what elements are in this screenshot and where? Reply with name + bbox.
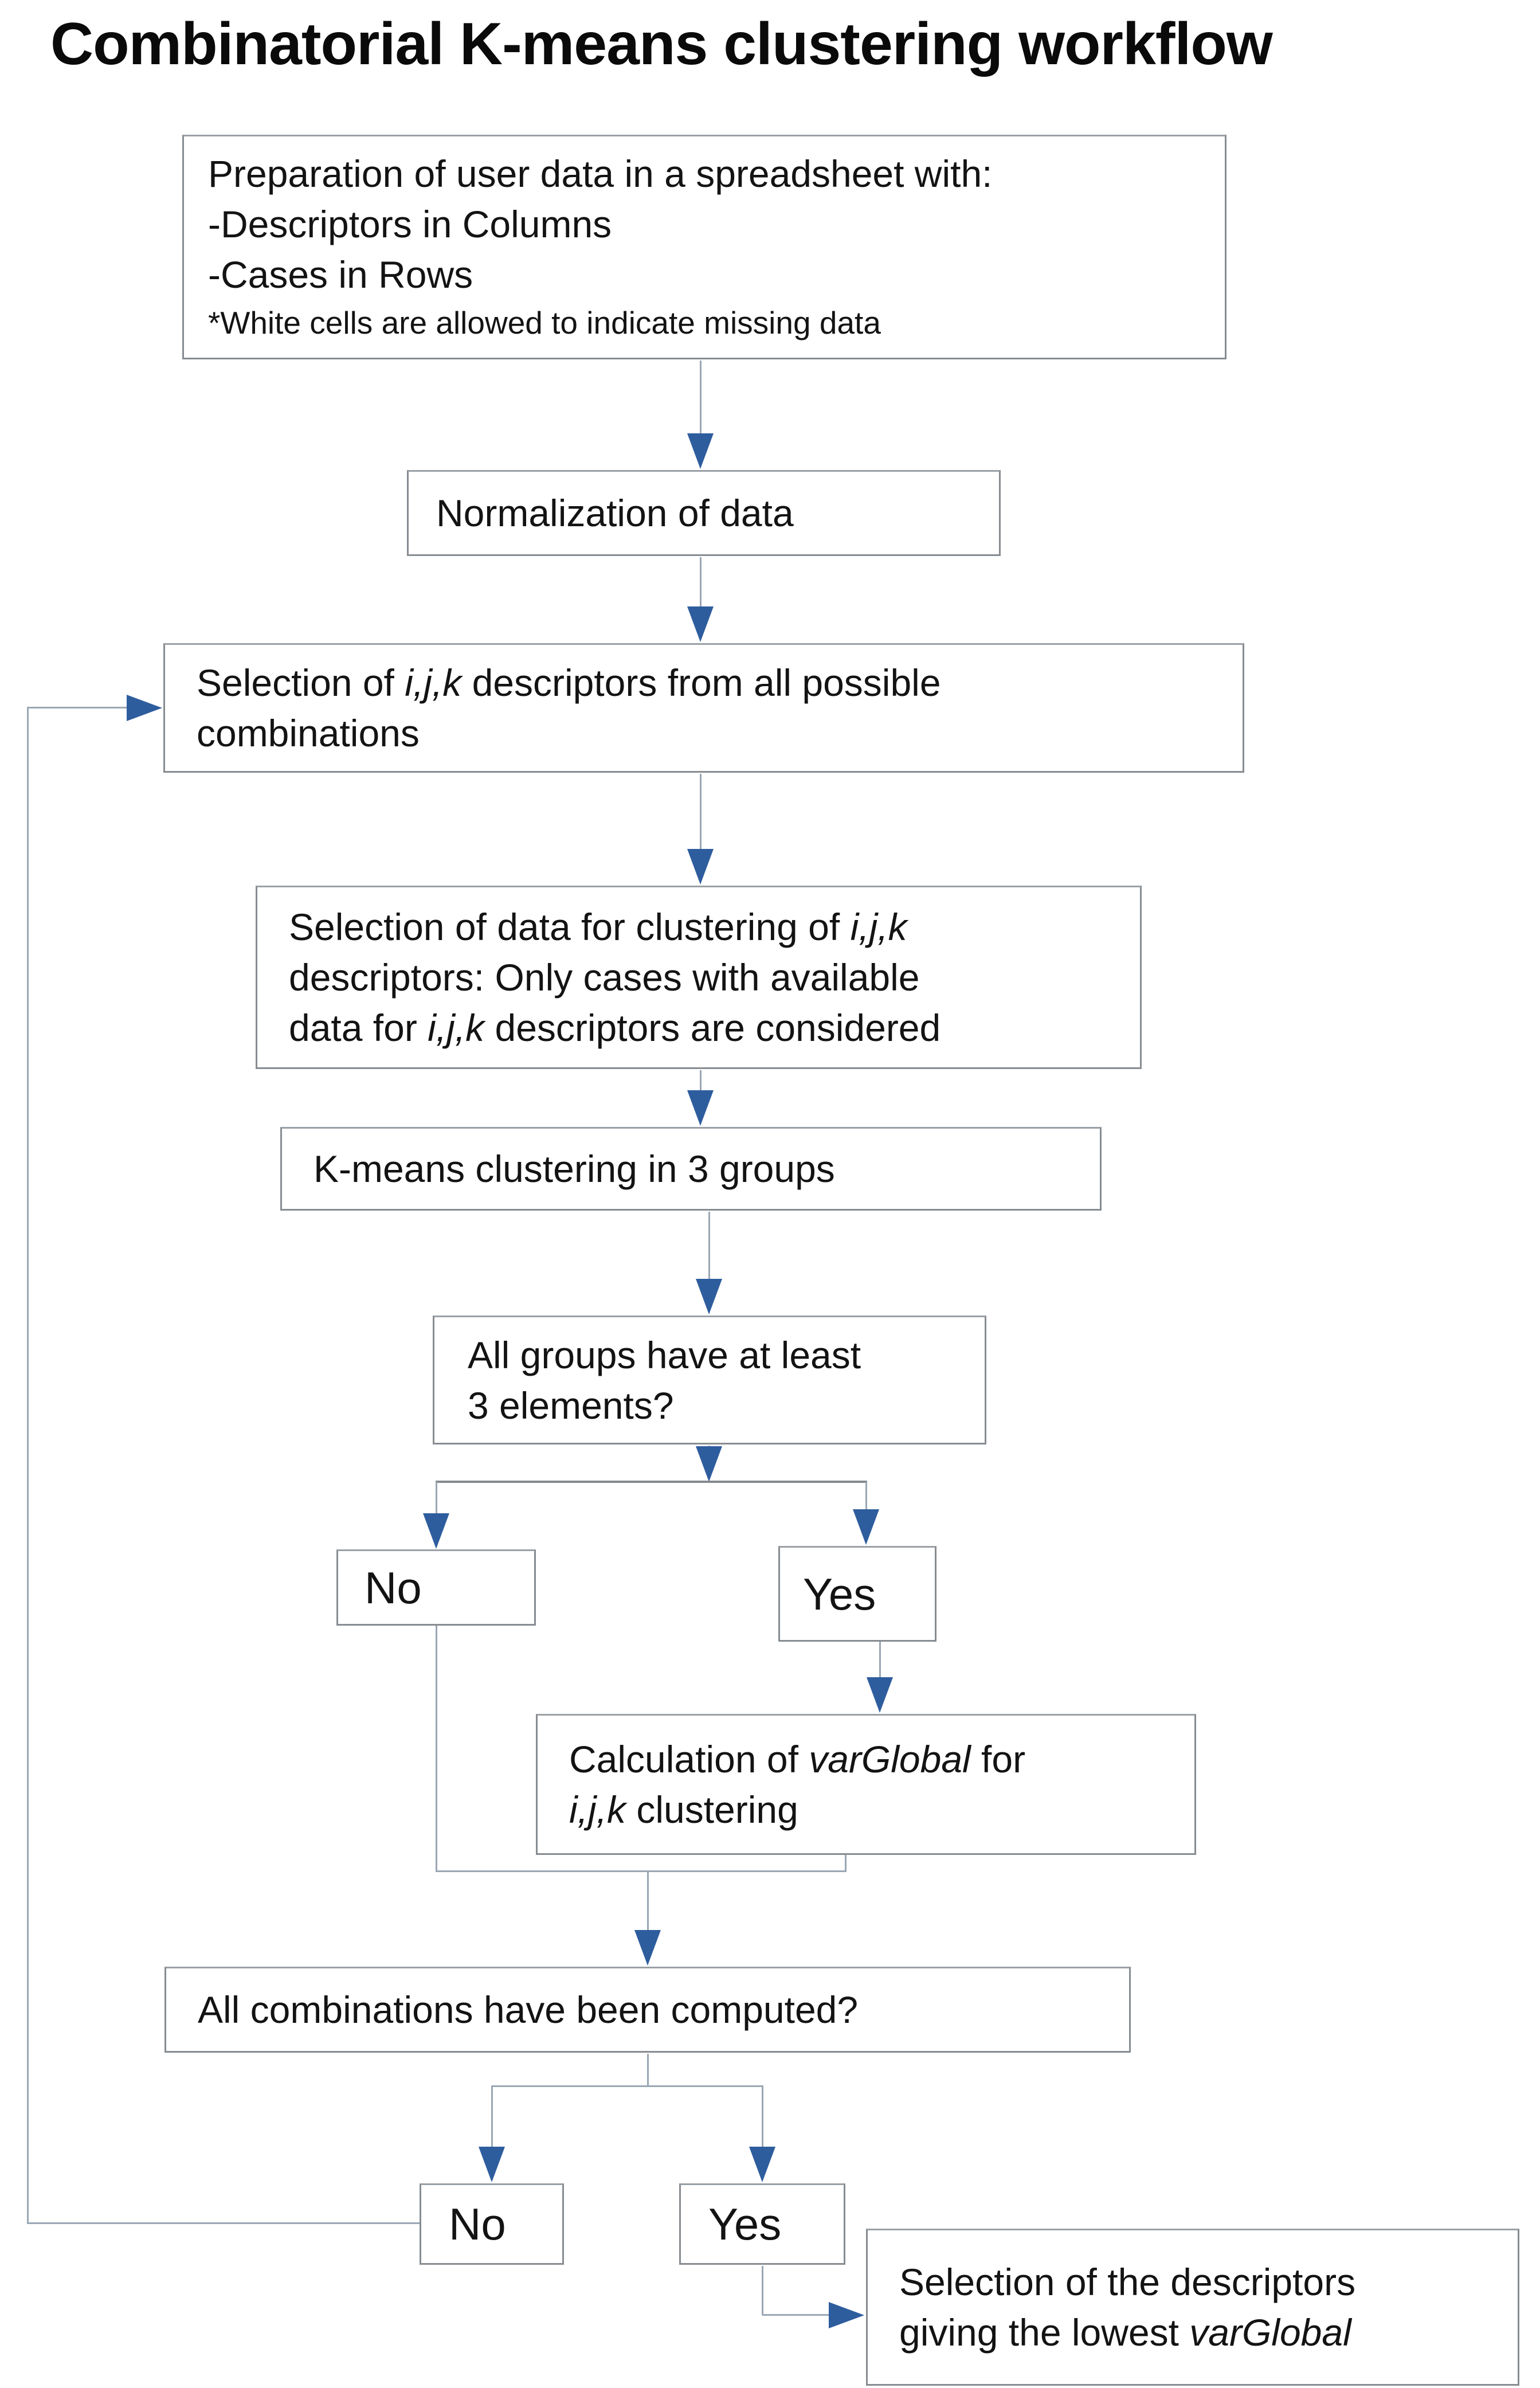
- connector-no1-merge-line: [435, 1626, 437, 1872]
- arrow-data-kmeans-icon: [687, 1090, 714, 1126]
- arrow-no1-icon: [423, 1513, 449, 1549]
- box-text-line: i,j,k clustering: [569, 1788, 798, 1831]
- box-text-line: Yes: [803, 1568, 876, 1619]
- arrow-kmeans-groups-icon: [696, 1279, 722, 1314]
- branch-groups-horizontal-line: [435, 1481, 867, 1483]
- step-normalization-box: Normalization of data: [407, 470, 1001, 556]
- label-no-combinations-box: No: [420, 2183, 564, 2265]
- label-yes-groups-box: Yes: [778, 1546, 936, 1642]
- connector-combos-branch-line: [646, 2054, 649, 2086]
- connector-norm-select-line: [699, 557, 702, 608]
- feedback-top-line: [28, 707, 131, 708]
- decision-groups-box: All groups have at least 3 elements?: [433, 1316, 986, 1444]
- connector-select-data-line: [699, 774, 702, 849]
- feedback-left-line: [26, 707, 29, 2224]
- connector-yes2-down-line: [761, 2266, 763, 2315]
- branch-combos-horizontal-line: [491, 2085, 763, 2087]
- connector-calc-merge-line: [844, 1855, 847, 1872]
- box-text-line: Normalization of data: [436, 492, 794, 534]
- connector-merge-combos-line: [646, 1872, 649, 1932]
- box-text-line: *White cells are allowed to indicate mis…: [208, 305, 881, 340]
- step-calc-varglobal-box: Calculation of varGlobal for i,j,k cluste…: [536, 1714, 1196, 1855]
- connector-kmeans-groups-line: [708, 1212, 710, 1279]
- box-text-line: Selection of data for clustering of i,j,…: [289, 906, 907, 948]
- feedback-bottom-line: [28, 2222, 420, 2224]
- branch-yes1-drop-line: [865, 1482, 867, 1510]
- connector-data-kmeans-line: [699, 1070, 702, 1092]
- step-kmeans-box: K-means clustering in 3 groups: [280, 1127, 1102, 1211]
- branch-yes2-drop-line: [761, 2086, 763, 2148]
- step-select-descriptors-box: Selection of i,j,k descriptors from all …: [163, 643, 1244, 773]
- step-preparation-box: Preparation of user data in a spreadshee…: [182, 135, 1226, 359]
- box-text-line: Selection of i,j,k descriptors from all …: [197, 661, 941, 704]
- step-final-selection-box: Selection of the descriptors giving the l…: [866, 2229, 1519, 2386]
- connector-yes2-final-line: [762, 2314, 831, 2316]
- merge-horizontal-line: [435, 1870, 847, 1872]
- label-yes-combinations-box: Yes: [679, 2183, 845, 2265]
- box-text-line: -Descriptors in Columns: [208, 203, 612, 245]
- arrow-feedback-select-icon: [127, 694, 162, 721]
- box-text-line: descriptors: Only cases with available: [289, 956, 920, 999]
- box-text-line: 3 elements?: [468, 1384, 674, 1427]
- box-text-line: combinations: [197, 712, 420, 754]
- branch-no1-drop-line: [435, 1482, 437, 1517]
- arrow-prep-norm-icon: [687, 433, 714, 469]
- connector-prep-norm-line: [699, 361, 702, 434]
- box-text-line: No: [365, 1562, 422, 1613]
- arrow-merge-combos-icon: [634, 1930, 661, 1966]
- box-text-line: Yes: [708, 2199, 782, 2249]
- label-no-groups-box: No: [336, 1549, 536, 1626]
- box-text-line: -Cases in Rows: [208, 253, 473, 296]
- arrow-groups-branch-icon: [696, 1446, 722, 1482]
- arrow-yes1-icon: [853, 1509, 879, 1545]
- arrow-yes2-final-icon: [829, 2301, 864, 2328]
- arrow-yes2-icon: [749, 2147, 775, 2182]
- box-text-line: Calculation of varGlobal for: [569, 1738, 1026, 1780]
- arrow-norm-select-icon: [687, 606, 714, 642]
- page-title: Combinatorial K-means clustering workflo…: [50, 11, 1273, 77]
- arrow-yes1-calc-icon: [867, 1677, 893, 1713]
- box-text-line: data for i,j,k descriptors are considere…: [289, 1007, 941, 1049]
- branch-no2-drop-line: [491, 2086, 493, 2148]
- arrow-no2-icon: [479, 2147, 505, 2182]
- arrow-select-data-icon: [687, 849, 714, 884]
- connector-yes1-calc-line: [879, 1642, 881, 1678]
- box-text-line: All combinations have been computed?: [198, 1988, 859, 2031]
- box-text-line: Preparation of user data in a spreadshee…: [208, 152, 993, 195]
- box-text-line: Selection of the descriptors: [899, 2261, 1356, 2303]
- box-text-line: K-means clustering in 3 groups: [314, 1148, 835, 1190]
- step-select-data-box: Selection of data for clustering of i,j,…: [256, 886, 1142, 1069]
- decision-combinations-box: All combinations have been computed?: [164, 1967, 1131, 2053]
- box-text-line: All groups have at least: [468, 1333, 861, 1376]
- box-text-line: No: [449, 2199, 506, 2249]
- box-text-line: giving the lowest varGlobal: [899, 2311, 1351, 2354]
